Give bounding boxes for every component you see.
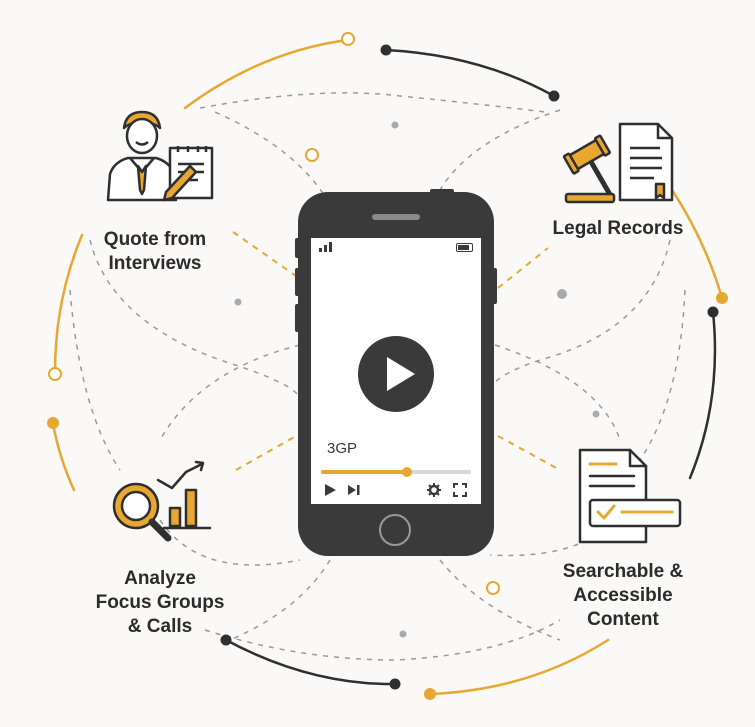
feature-label-focus-groups: Analyze Focus Groups & Calls [95, 568, 225, 637]
phone-side-button [295, 238, 300, 258]
feature-label-legal-records: Legal Records [552, 218, 684, 239]
magnifier-chart-icon [112, 460, 212, 542]
smartphone: 3GP [298, 192, 494, 556]
battery-icon [456, 243, 473, 252]
skip-next-icon[interactable] [347, 483, 361, 497]
feature-label-searchable: Searchable & Accessible Content [562, 561, 684, 630]
home-button[interactable] [379, 514, 411, 546]
phone-power-button [492, 268, 497, 304]
phone-top-button [430, 189, 454, 194]
interviewer-with-notepad-icon [106, 110, 214, 202]
phone-volume-down-button [295, 304, 300, 332]
play-icon[interactable] [323, 483, 337, 497]
phone-volume-up-button [295, 268, 300, 296]
feature-label-interviews: Quote from Interviews [103, 229, 207, 274]
gavel-document-icon [562, 122, 674, 204]
phone-speaker [372, 214, 420, 220]
video-progress-bar[interactable] [321, 467, 471, 477]
video-format-label: 3GP [327, 440, 358, 457]
checked-document-icon [578, 448, 682, 544]
phone-screen: 3GP [311, 238, 481, 504]
video-progress-knob[interactable] [401, 467, 412, 477]
play-button[interactable] [358, 336, 434, 412]
fullscreen-icon[interactable] [453, 483, 467, 497]
signal-icon [319, 242, 332, 252]
settings-icon[interactable] [427, 483, 441, 497]
video-progress-fill [321, 470, 407, 474]
